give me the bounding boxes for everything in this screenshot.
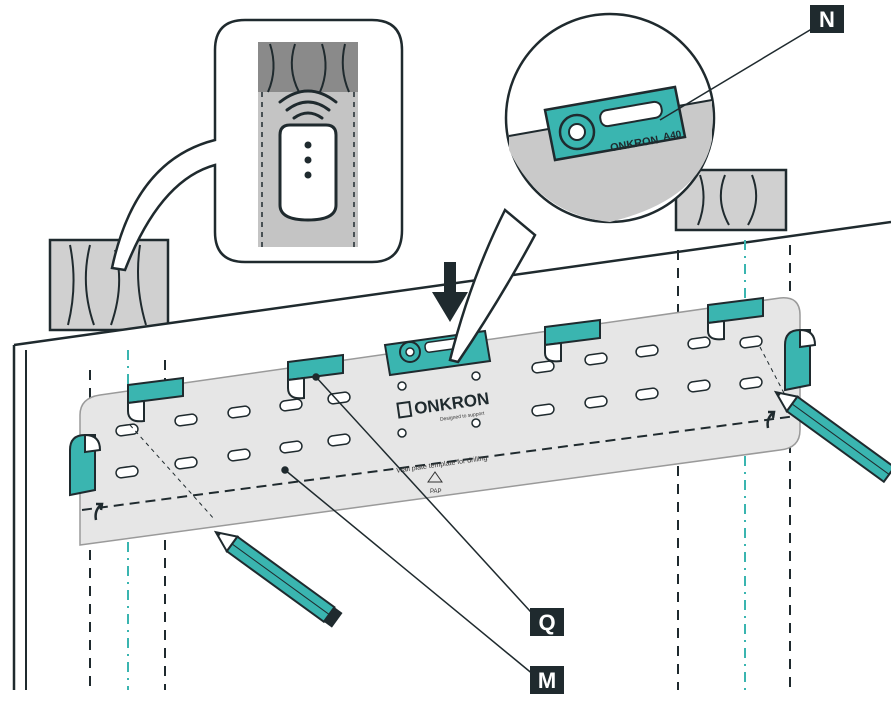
label-n: N xyxy=(810,5,844,33)
right-curl-arrow-icon xyxy=(766,410,776,429)
level-zoom-callout: ONKRON A40 xyxy=(448,12,821,364)
down-arrow-icon xyxy=(432,262,468,322)
level-model-text: A40 xyxy=(662,129,682,143)
paper-template: ONKRON Designed to support Wall plate te… xyxy=(79,297,801,546)
stud-finder-device-icon xyxy=(278,123,338,222)
left-pencil-icon xyxy=(213,530,343,628)
right-pencil-icon xyxy=(773,390,891,484)
signal-waves-icon xyxy=(278,89,338,120)
label-m-text: M xyxy=(538,668,556,693)
level-dashed-line xyxy=(81,415,797,511)
mounting-hole-marks xyxy=(115,335,763,479)
label-m: M xyxy=(530,666,564,694)
recycle-code: PAP xyxy=(430,489,442,495)
recycle-icon: PAP xyxy=(427,471,443,495)
callout-leaders xyxy=(281,373,541,681)
tape-strip-q xyxy=(287,353,344,382)
label-q-text: Q xyxy=(538,610,555,635)
tape-paper-backing xyxy=(84,319,817,454)
label-n-text: N xyxy=(819,7,835,32)
left-curl-arrow-icon xyxy=(94,502,104,521)
label-q: Q xyxy=(530,608,564,636)
template-slots xyxy=(174,336,711,470)
center-holes xyxy=(397,371,481,438)
stud-finder-callout xyxy=(110,18,404,272)
tape-strips xyxy=(69,296,811,497)
zoomed-level-tool: ONKRON A40 xyxy=(543,85,687,162)
left-wood-stud xyxy=(48,238,170,332)
